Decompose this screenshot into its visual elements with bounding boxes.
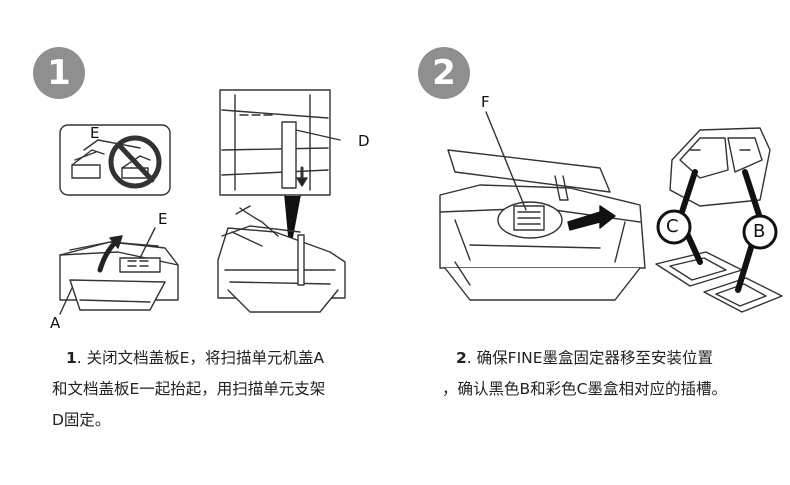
inset-cover-diagram — [59, 124, 171, 196]
printer-step1-right — [217, 205, 346, 313]
step-1-line-3: D固定。 — [52, 411, 111, 429]
step-2-line-2: ，确认黑色B和彩色C墨盒相对应的插槽。 — [442, 380, 727, 398]
label-e-inset: E — [90, 124, 100, 142]
step-1-badge: 1 — [33, 47, 85, 99]
label-a-scanner-cover: A — [50, 314, 61, 332]
step-2-dot: . — [466, 349, 472, 367]
step-1-caption: 1. 关闭文档盖板E，将扫描单元机盖A 和文档盖板E一起抬起，用扫描单元支架 D… — [52, 343, 384, 436]
cartridge-holder-detail — [655, 127, 783, 313]
step-2-number: 2 — [456, 349, 467, 367]
printer-step2 — [439, 111, 646, 301]
label-d-scanner-support: D — [358, 132, 370, 150]
label-b-black-slot: B — [753, 221, 766, 242]
label-f-cartridge-holder: F — [481, 93, 490, 111]
label-e-cover: E — [158, 210, 168, 228]
step-2-badge: 2 — [418, 47, 470, 99]
step-2-caption: 2. 确保FINE墨盒固定器移至安装位置 ，确认黑色B和彩色C墨盒相对应的插槽。 — [442, 343, 774, 405]
scanner-support-closeup — [219, 89, 341, 251]
step-1-dot: . — [76, 349, 82, 367]
printer-step1-left — [59, 227, 179, 315]
step-1-line-1: 关闭文档盖板E，将扫描单元机盖A — [86, 349, 325, 367]
label-c-color-slot: C — [666, 216, 679, 237]
step-2-line-1: 确保FINE墨盒固定器移至安装位置 — [476, 349, 714, 367]
step-1-number: 1 — [66, 349, 77, 367]
step-1-line-2: 和文档盖板E一起抬起，用扫描单元支架 — [52, 380, 326, 398]
